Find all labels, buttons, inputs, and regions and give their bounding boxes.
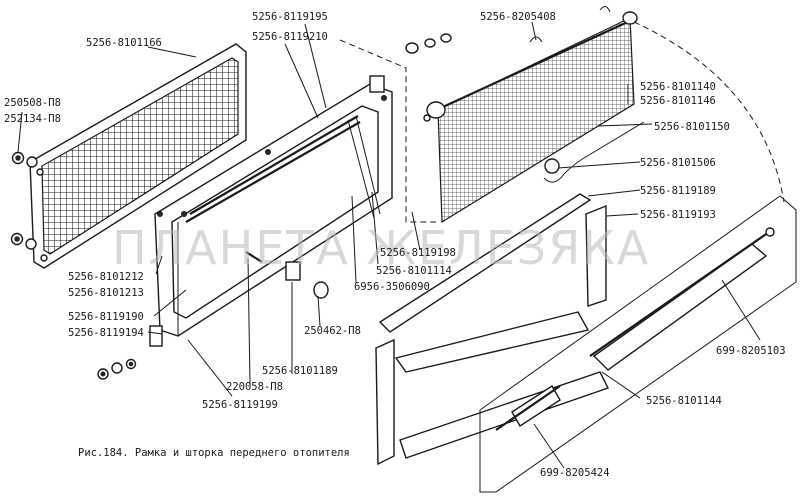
part-label: 5256-8119190: [68, 311, 144, 323]
part-label: 252134-П8: [4, 113, 61, 125]
part-label: 5256-8119195: [252, 11, 328, 23]
part-label: 5256-8101506: [640, 157, 716, 169]
part-label: 5256-8119193: [640, 209, 716, 221]
part-label: 5256-8101189: [262, 365, 338, 377]
roller-shade-part: [405, 6, 785, 224]
figure-caption: Рис.184. Рамка и шторка переднего отопит…: [78, 447, 350, 459]
part-label: 6956-3506090: [354, 281, 430, 293]
part-label: 5256-8101140: [640, 81, 716, 93]
part-label: 220058-П8: [226, 381, 283, 393]
part-label: 5256-8119189: [640, 185, 716, 197]
part-label: 699-8205424: [540, 467, 610, 479]
part-label: 5256-8101144: [646, 395, 722, 407]
part-label: 5256-8101213: [68, 287, 144, 299]
part-label: 250508-П8: [4, 97, 61, 109]
mesh-grille-part: [29, 43, 247, 269]
fasteners-left: [10, 151, 137, 380]
part-label: 5256-8119194: [68, 327, 144, 339]
part-label: 5256-8205408: [480, 11, 556, 23]
part-label: 5256-8119210: [252, 31, 328, 43]
part-label: 5256-8119199: [202, 399, 278, 411]
part-label: 5256-8101146: [640, 95, 716, 107]
watermark-text: ПЛАНЕТА ЖЕЛЕЗЯКА: [112, 221, 650, 275]
part-label: 5256-8101150: [654, 121, 730, 133]
part-label: 250462-П8: [304, 325, 361, 337]
spring-roller-part: [479, 195, 797, 493]
part-label: 5256-8101114: [376, 265, 452, 277]
part-label: 5256-8101166: [86, 37, 162, 49]
part-label: 5256-8119198: [380, 247, 456, 259]
part-label: 5256-8101212: [68, 271, 144, 283]
leader-lines: [17, 21, 761, 469]
main-frame-part: [149, 39, 436, 347]
part-label: 699-8205103: [716, 345, 786, 357]
part-labels: 5256-8101166 250508-П8 252134-П8 5256-81…: [4, 11, 786, 479]
